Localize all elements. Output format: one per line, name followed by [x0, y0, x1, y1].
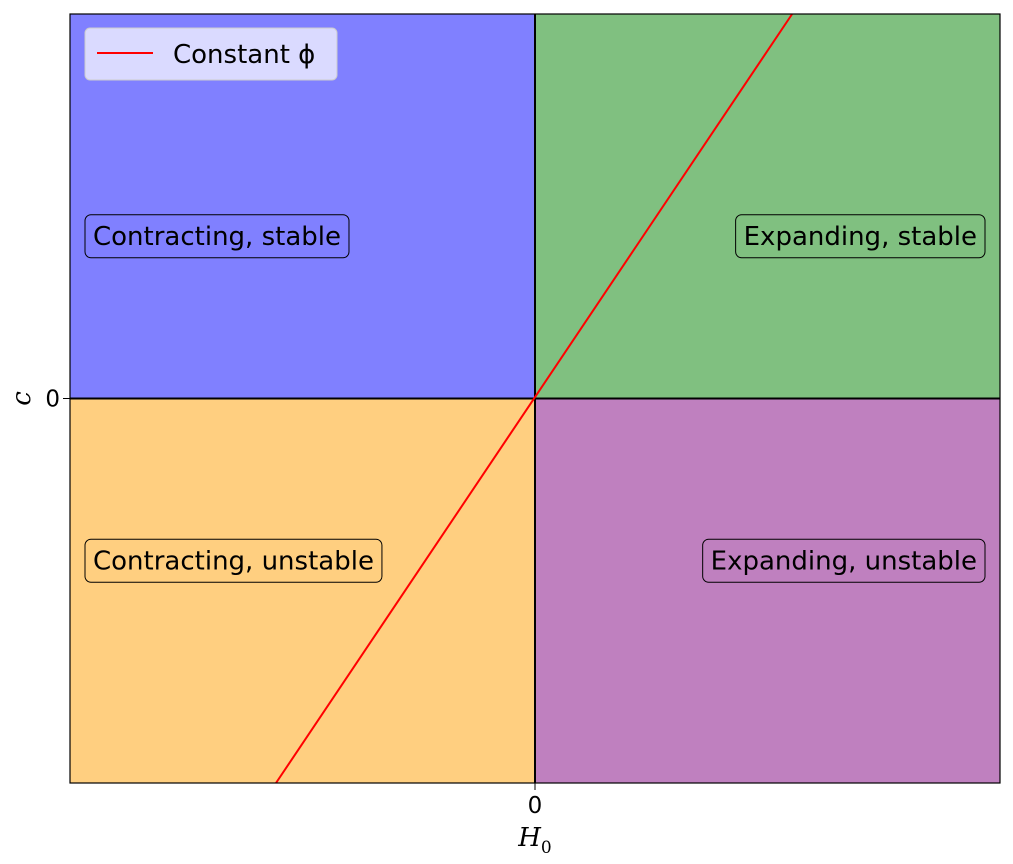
region-label-text: Contracting, unstable	[93, 546, 374, 576]
region-expanding-stable	[535, 14, 1000, 399]
region-labels: Contracting, stable Expanding, stableCont…	[84, 214, 986, 583]
y-tick-label: 0	[45, 387, 60, 413]
region-expanding-unstable	[535, 398, 1000, 783]
x-axis-label-subscript: 0	[541, 838, 552, 858]
region-label-text: Expanding, unstable	[711, 546, 977, 576]
region-label-box	[84, 538, 383, 583]
region-label-text: Contracting, stable	[93, 222, 341, 252]
series-layer	[275, 13, 793, 784]
region-label-expanding-stable: Expanding, stable	[735, 214, 986, 259]
y-axis-label: c	[7, 391, 37, 406]
region-label-box	[84, 214, 350, 259]
legend: Constant ϕ	[84, 27, 338, 81]
region-label-box	[702, 538, 986, 583]
series-line-constant	[275, 13, 793, 784]
x-axis-label: H0	[517, 823, 552, 858]
ticks-layer: 00	[45, 387, 542, 820]
legend-box	[84, 27, 338, 81]
region-label-contracting-unstable: Contracting, unstable	[84, 538, 383, 583]
region-contracting-unstable	[70, 398, 535, 783]
region-label-contracting-stable: Contracting, stable	[84, 214, 350, 259]
region-label-box	[735, 214, 986, 259]
region-label-expanding-unstable: Expanding, unstable	[702, 538, 986, 583]
legend-entry-label: Constant ϕ	[173, 40, 315, 70]
region-label-text: Expanding, stable	[744, 222, 977, 252]
x-axis-label-main: H	[517, 823, 542, 853]
x-tick-label: 0	[528, 793, 543, 819]
